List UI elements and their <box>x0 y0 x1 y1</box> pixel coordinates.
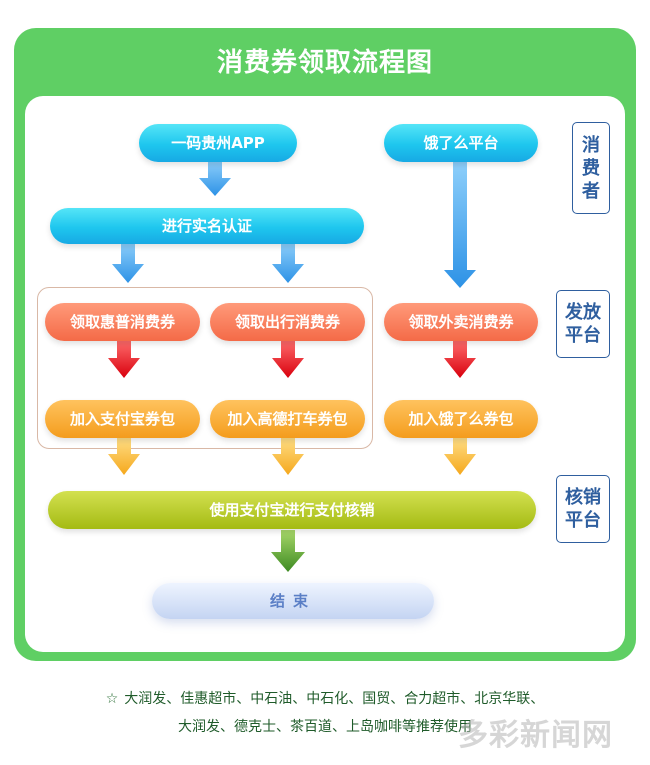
footer-line-2: 大润发、德克士、茶百道、上岛咖啡等推荐使用 <box>178 719 472 735</box>
side-label-issue-platform: 发放 平台 <box>556 290 610 358</box>
side-label-consumer-char-2: 费 <box>582 157 600 179</box>
side-label-consumer-char-3: 者 <box>582 180 600 202</box>
arrow-realname-to-general <box>112 242 144 283</box>
node-coupon-general: 领取惠普消费券 <box>45 303 200 341</box>
side-label-issue-line-1: 发放 <box>565 302 601 323</box>
arrow-takeout-to-eleme-wallet <box>444 340 476 378</box>
arrow-eleme-wallet-to-pay <box>444 436 476 475</box>
footer-text-1: 大润发、佳惠超市、中石油、中石化、国贸、合力超市、北京华联、 <box>124 691 545 707</box>
side-label-issue-line-2: 平台 <box>565 325 601 346</box>
node-coupon-takeout: 领取外卖消费券 <box>384 303 538 341</box>
arrow-realname-to-travel <box>272 242 304 283</box>
node-eleme-wallet: 加入饿了么券包 <box>384 400 538 438</box>
node-alipay-payment: 使用支付宝进行支付核销 <box>48 491 536 529</box>
node-realname-auth: 进行实名认证 <box>50 208 364 244</box>
side-label-verify-platform: 核销 平台 <box>556 475 610 543</box>
arrow-alipay-to-pay <box>108 436 140 475</box>
node-alipay-wallet: 加入支付宝券包 <box>45 400 200 438</box>
side-label-consumer-char-1: 消 <box>582 134 600 156</box>
arrow-general-to-alipay <box>108 340 140 378</box>
node-coupon-travel: 领取出行消费券 <box>210 303 365 341</box>
watermark: 多彩新闻网 <box>458 718 613 753</box>
node-eleme-platform: 饿了么平台 <box>384 124 538 162</box>
arrow-eleme-to-takeout <box>444 160 476 288</box>
page-title: 消费券领取流程图 <box>216 48 433 78</box>
arrow-pay-to-end <box>271 530 305 572</box>
footer-line-1: ☆ 大润发、佳惠超市、中石油、中石化、国贸、合力超市、北京华联、 <box>0 688 650 708</box>
arrow-gaode-to-pay <box>272 436 304 475</box>
arrow-travel-to-gaode <box>272 340 304 378</box>
node-gaode-wallet: 加入高德打车券包 <box>210 400 365 438</box>
node-end: 结束 <box>152 583 434 619</box>
node-guizhou-app: 一码贵州APP <box>139 124 297 162</box>
side-label-verify-line-1: 核销 <box>565 487 601 508</box>
side-label-consumer: 消 费 者 <box>572 122 610 214</box>
star-icon: ☆ <box>105 691 119 707</box>
group-bracket <box>37 287 373 449</box>
side-label-verify-line-2: 平台 <box>565 510 601 531</box>
arrow-app-to-realname <box>199 160 231 196</box>
